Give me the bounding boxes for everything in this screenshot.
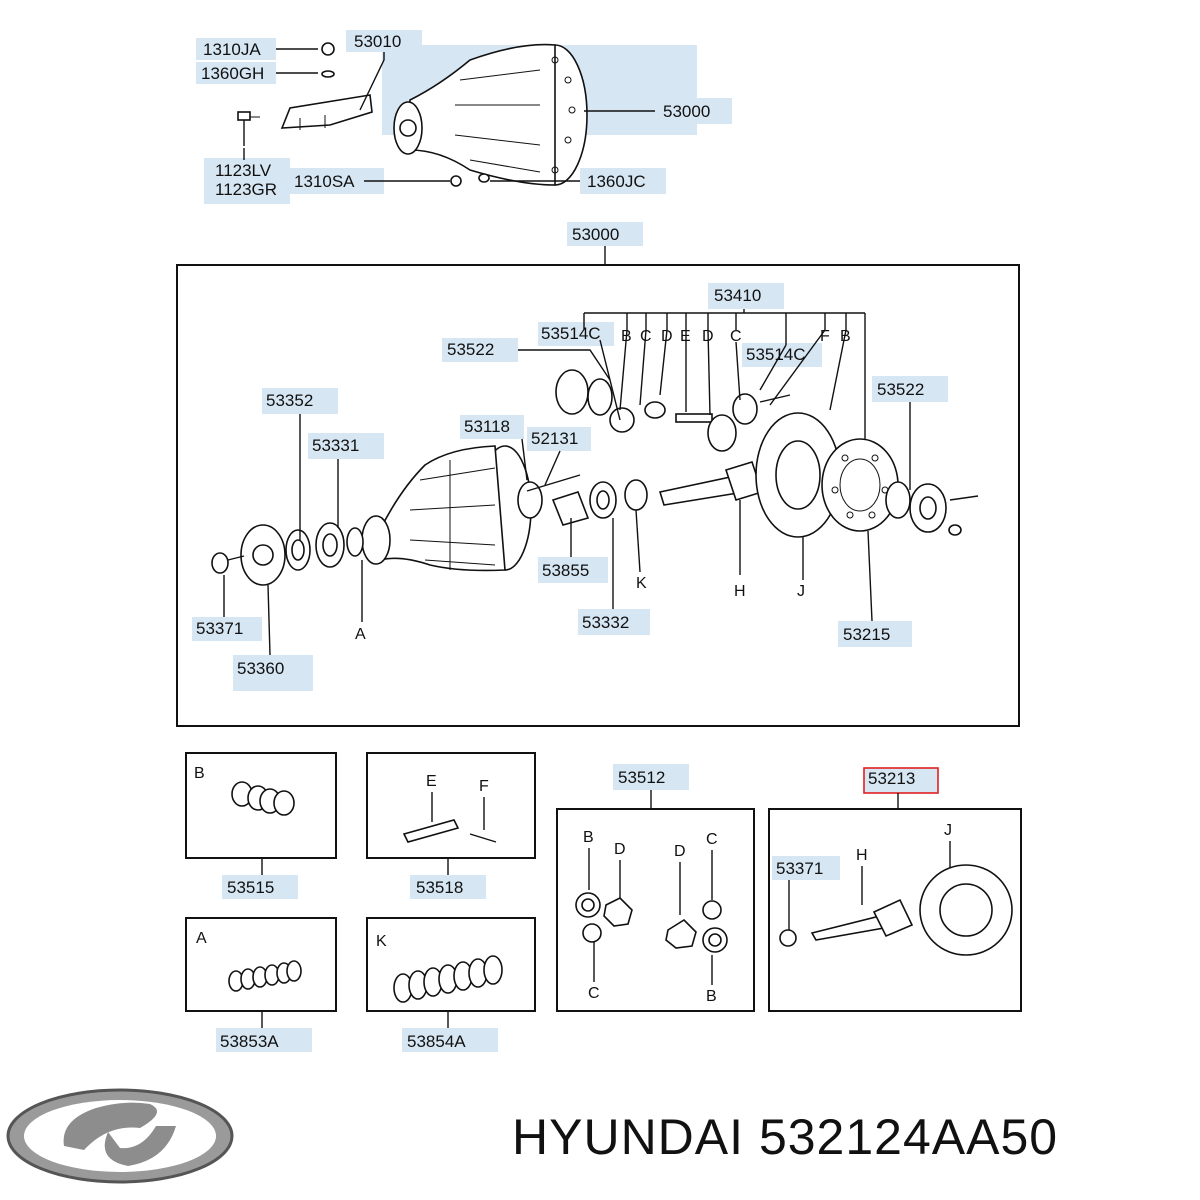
- title-53213: 53213: [868, 769, 915, 788]
- svg-text:J: J: [944, 822, 952, 839]
- title-53512: 53512: [618, 768, 665, 787]
- main-assembly-title: 53000: [572, 225, 619, 244]
- drive-flange: [211, 524, 286, 586]
- label-53514C-left: 53514C: [541, 324, 601, 343]
- label-53010: 53010: [354, 32, 401, 51]
- svg-text:F: F: [479, 778, 489, 795]
- label-53118: 53118: [464, 417, 510, 436]
- svg-text:H: H: [856, 847, 868, 864]
- label-1123GR: 1123GR: [215, 180, 277, 199]
- label-53360: 53360: [237, 659, 284, 678]
- bolt-icon: [237, 111, 260, 146]
- letter-A: A: [355, 626, 366, 643]
- label-1360JC: 1360JC: [587, 172, 646, 191]
- label-53514C-right: 53514C: [746, 345, 806, 364]
- washer-icon: [321, 70, 335, 78]
- top-group: 1310JA 1360GH 53010 53000 1123LV 1123GR …: [196, 30, 732, 204]
- label-53215: 53215: [843, 625, 890, 644]
- label-1360GH: 1360GH: [201, 64, 264, 83]
- nut-icon: [321, 42, 335, 56]
- label-1310SA: 1310SA: [294, 172, 355, 191]
- label-53352: 53352: [266, 391, 313, 410]
- svg-text:D: D: [614, 841, 626, 858]
- label-53522-right: 53522: [877, 380, 924, 399]
- label-53371-main: 53371: [196, 619, 243, 638]
- letter-C-1: C: [640, 328, 652, 345]
- kit-53854A: K 53854A: [366, 917, 536, 1052]
- brand-title: HYUNDAI 532124AA50: [512, 1108, 1058, 1166]
- hyundai-logo: [6, 1088, 234, 1184]
- letter-K: K: [636, 575, 647, 592]
- letter-D-1: D: [661, 328, 673, 345]
- svg-text:B: B: [583, 829, 594, 846]
- bracket: [280, 94, 373, 129]
- label-53410: 53410: [714, 286, 761, 305]
- differential-case: [821, 438, 899, 532]
- svg-text:E: E: [426, 773, 437, 790]
- letter-C-2: C: [730, 328, 742, 345]
- kit-53515: B 53515: [185, 752, 337, 899]
- carrier-housing-top: [393, 43, 588, 186]
- highlight-frame: [863, 767, 939, 794]
- label-1123LV: 1123LV: [215, 161, 272, 180]
- kit-53518: E F 53518: [366, 752, 536, 899]
- letter-J: J: [797, 583, 805, 600]
- ring-gear-main: [755, 412, 841, 538]
- label-53332: 53332: [582, 613, 629, 632]
- brand-name: HYUNDAI: [512, 1109, 745, 1165]
- svg-text:C: C: [706, 831, 718, 848]
- label-53522-left: 53522: [447, 340, 494, 359]
- carrier-housing-main: [361, 445, 532, 572]
- diff-gear-set-53512: 53512 B D D C C B: [556, 764, 755, 1012]
- label-53518: 53518: [416, 878, 463, 897]
- svg-text:C: C: [588, 985, 600, 1002]
- label-53331: 53331: [312, 436, 359, 455]
- kit-53853A: A 53853A: [185, 917, 337, 1052]
- letter-B-2: B: [840, 328, 851, 345]
- svg-text:D: D: [674, 843, 686, 860]
- letter-H: H: [734, 583, 746, 600]
- letter-B-1: B: [621, 328, 632, 345]
- svg-text:A: A: [196, 930, 207, 947]
- label-1310JA: 1310JA: [203, 40, 261, 59]
- label-53854A: 53854A: [407, 1032, 466, 1051]
- label-53855: 53855: [542, 561, 589, 580]
- gear-set-53213: 53213 53371 H J: [768, 767, 1022, 1012]
- label-52131: 52131: [531, 429, 578, 448]
- label-53000-top: 53000: [663, 102, 710, 121]
- part-number: 532124AA50: [758, 1109, 1059, 1165]
- svg-text:B: B: [706, 988, 717, 1005]
- label-53515: 53515: [227, 878, 274, 897]
- label-53853A: 53853A: [220, 1032, 279, 1051]
- label-53371-kit: 53371: [776, 859, 823, 878]
- main-assembly-frame: [176, 264, 1020, 727]
- main-assembly: 53000: [176, 222, 1020, 727]
- svg-text:K: K: [376, 933, 387, 950]
- letter-D-2: D: [702, 328, 714, 345]
- letter-F: F: [820, 328, 830, 345]
- letter-E: E: [680, 328, 691, 345]
- svg-text:B: B: [194, 765, 205, 782]
